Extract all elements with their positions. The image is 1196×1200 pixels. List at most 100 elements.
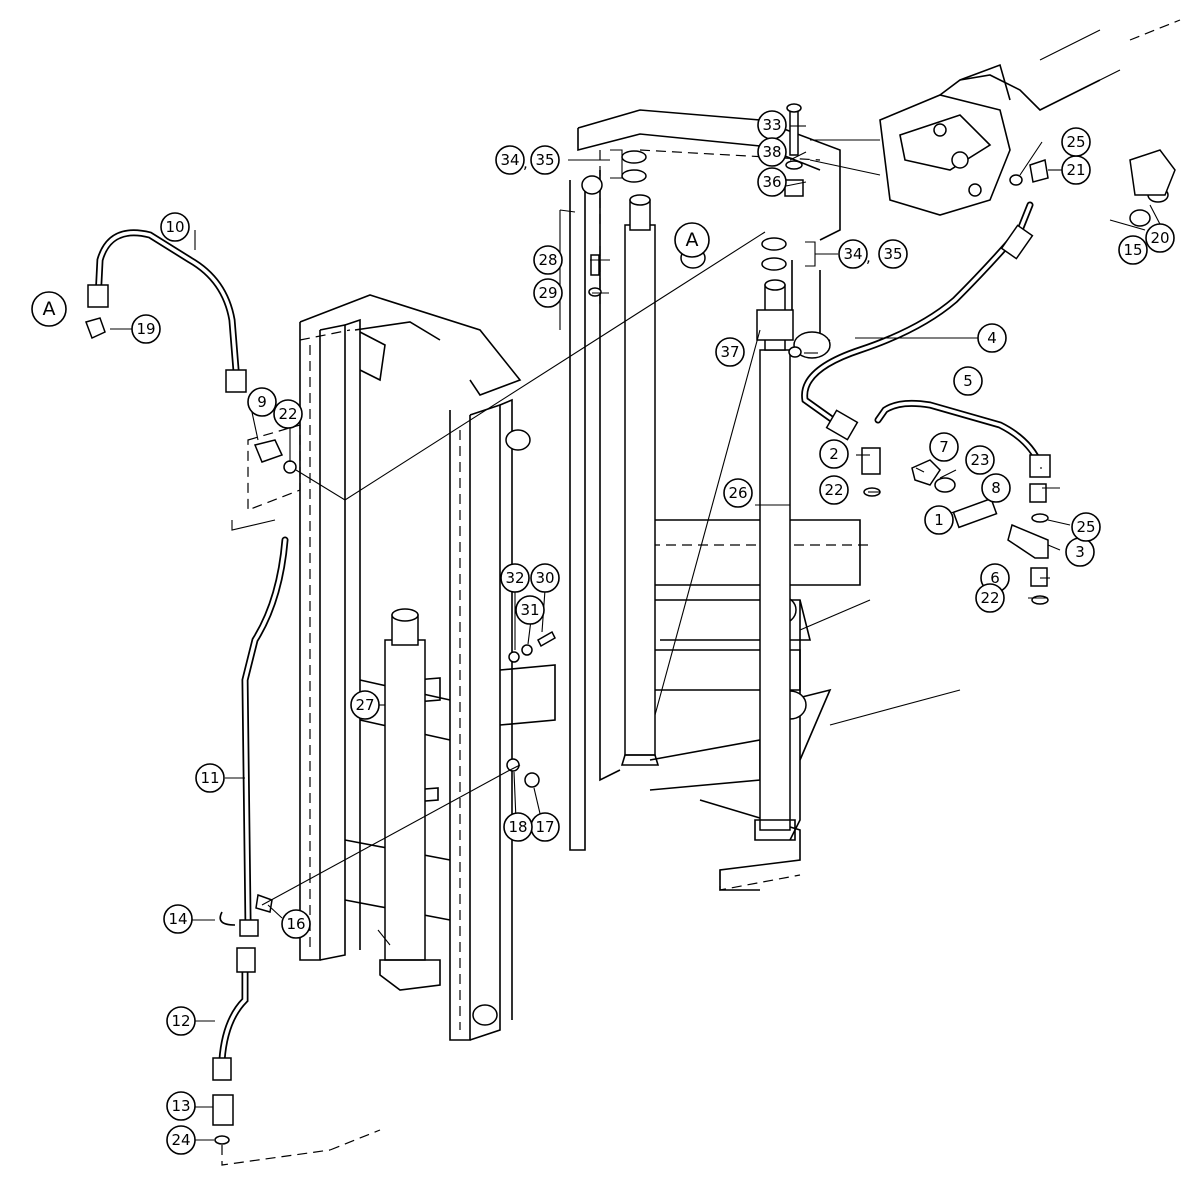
callout-23: 23: [965, 445, 995, 475]
hose-11: [239, 536, 289, 937]
callout-13: 13: [166, 1091, 196, 1121]
svg-text:25: 25: [1066, 133, 1085, 151]
svg-text:31: 31: [520, 601, 539, 619]
callout-17: 17: [530, 812, 560, 842]
svg-text:19: 19: [136, 320, 155, 338]
hose-10: [87, 229, 247, 393]
callout-22a: 22: [273, 399, 303, 429]
callout-11: 11: [195, 763, 225, 793]
svg-text:22: 22: [278, 405, 297, 423]
svg-text:10: 10: [165, 218, 184, 236]
svg-text:16: 16: [286, 915, 305, 933]
svg-text:9: 9: [257, 393, 267, 411]
svg-text:11: 11: [200, 769, 219, 787]
svg-text:30: 30: [535, 569, 554, 587]
svg-text:34: 34: [500, 151, 519, 169]
hose-12: [212, 947, 256, 1081]
svg-text:2: 2: [829, 445, 839, 463]
reference-a-right: A: [674, 222, 710, 258]
svg-text:8: 8: [991, 479, 1001, 497]
svg-text:28: 28: [538, 251, 557, 269]
callout-31: 31: [515, 595, 545, 625]
svg-text:7: 7: [939, 438, 949, 456]
svg-text:,: ,: [523, 154, 528, 172]
callout-7: 7: [929, 432, 959, 462]
callout-14: 14: [163, 904, 193, 934]
svg-text:22: 22: [824, 481, 843, 499]
svg-text:3: 3: [1075, 543, 1085, 561]
seal-24: [214, 1135, 230, 1145]
svg-text:26: 26: [728, 484, 747, 502]
callout-28: 28: [533, 245, 563, 275]
svg-text:5: 5: [963, 372, 973, 390]
callout-26: 26: [723, 478, 753, 508]
callout-20: 20: [1145, 223, 1175, 253]
svg-text:21: 21: [1066, 161, 1085, 179]
svg-text:13: 13: [171, 1097, 190, 1115]
callout-21: 21: [1061, 155, 1091, 185]
lift-cylinder-27: [377, 608, 441, 991]
callout-5: 5: [953, 366, 983, 396]
svg-text:18: 18: [508, 818, 527, 836]
control-valve: [809, 19, 1181, 216]
svg-text:25: 25: [1076, 518, 1095, 536]
svg-text:34: 34: [843, 245, 862, 263]
callout-3: 3: [1065, 537, 1095, 567]
front-mast-frame: [299, 294, 556, 1041]
callout-1: 1: [924, 505, 954, 535]
callout-4: 4: [977, 323, 1007, 353]
callout-25b: 25: [1071, 512, 1101, 542]
svg-text:20: 20: [1150, 229, 1169, 247]
svg-text:6: 6: [990, 569, 1000, 587]
callout-22b: 22: [819, 475, 849, 505]
callout-25a: 25: [1061, 127, 1091, 157]
callout-33: 33: [757, 110, 787, 140]
fittings: [85, 103, 1176, 926]
svg-text:17: 17: [535, 818, 554, 836]
hose-5: [874, 399, 1051, 478]
callout-18: 18: [503, 812, 533, 842]
svg-text:38: 38: [762, 143, 781, 161]
callouts: 1 2 3 4 5 6 7 8 9 10 11 12 13 14 15 16 1…: [31, 110, 1175, 1155]
callout-30: 30: [530, 563, 560, 593]
svg-text:15: 15: [1123, 241, 1142, 259]
rear-left-cylinder: [620, 194, 660, 766]
callout-34-35-top: 34 , 35: [495, 145, 560, 175]
callout-15: 15: [1118, 235, 1148, 265]
callout-10: 10: [160, 212, 190, 242]
svg-text:4: 4: [987, 329, 997, 347]
svg-text:A: A: [686, 229, 699, 251]
svg-text:27: 27: [355, 696, 374, 714]
svg-text:36: 36: [762, 173, 781, 191]
svg-text:1: 1: [934, 511, 944, 529]
callout-36: 36: [757, 167, 787, 197]
svg-text:32: 32: [505, 569, 524, 587]
callout-2: 2: [819, 439, 849, 469]
callout-16: 16: [281, 909, 311, 939]
callout-37: 37: [715, 337, 745, 367]
callout-9: 9: [247, 387, 277, 417]
svg-text:12: 12: [171, 1012, 190, 1030]
callout-38: 38: [757, 137, 787, 167]
svg-text:14: 14: [168, 910, 187, 928]
callout-22c: 22: [975, 583, 1005, 613]
callout-8: 8: [981, 473, 1011, 503]
lift-cylinder-26: [754, 279, 796, 841]
callout-24: 24: [166, 1125, 196, 1155]
hose-4: [801, 201, 1034, 441]
callout-leaders: [110, 125, 1163, 1141]
svg-text:37: 37: [720, 343, 739, 361]
svg-text:22: 22: [980, 589, 999, 607]
callout-34-35-right: 34 , 35: [838, 239, 908, 269]
callout-27: 27: [350, 690, 380, 720]
svg-text:23: 23: [970, 451, 989, 469]
svg-text:,: ,: [866, 248, 871, 266]
svg-text:35: 35: [535, 151, 554, 169]
svg-text:33: 33: [762, 116, 781, 134]
svg-text:A: A: [43, 298, 56, 320]
svg-text:35: 35: [883, 245, 902, 263]
callout-29: 29: [533, 278, 563, 308]
svg-text:24: 24: [171, 1131, 190, 1149]
svg-text:29: 29: [538, 284, 557, 302]
